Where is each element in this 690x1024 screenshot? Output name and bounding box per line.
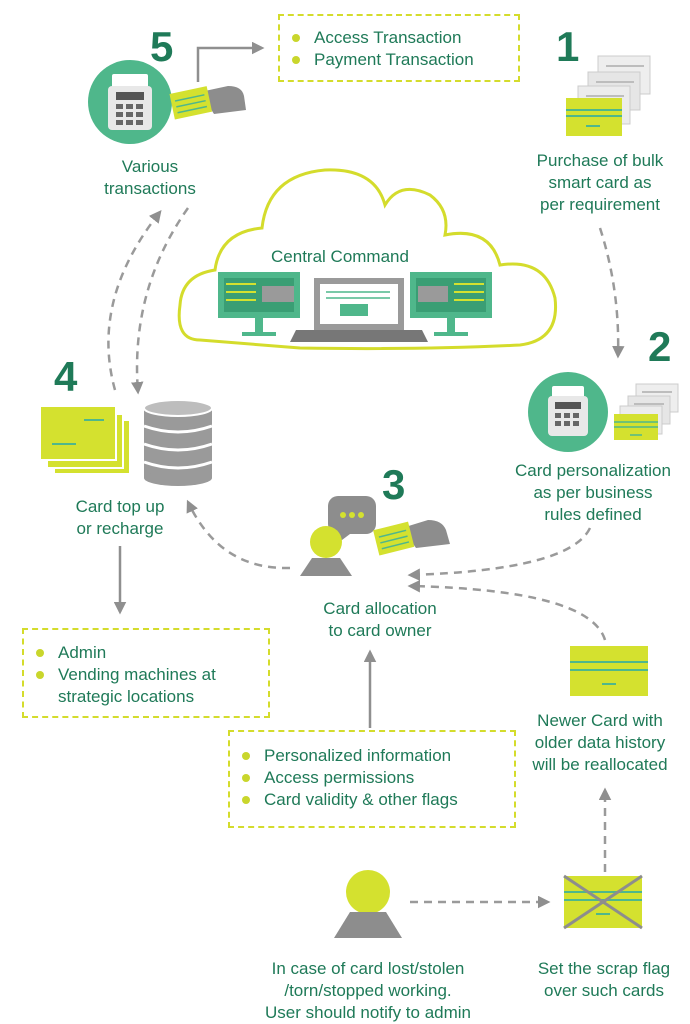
connector-5-to-transactions [196,41,265,82]
bullet-dot [292,34,300,42]
card-stack-icon [614,383,679,440]
step-5-label: Various transactions [104,157,196,198]
laptop-icon [290,278,428,342]
connector-newer-to-3 [407,579,607,641]
bullet-item: Access permissions [230,767,514,789]
bullet-item: Personalized information [230,745,514,767]
smart-card-icon [570,646,648,696]
bullet-dot [36,649,44,657]
step-3-label: Card allocation to card owner [323,599,437,640]
database-icon [143,399,213,486]
allocation-info-box: Personalized information Access permissi… [228,730,516,828]
card-stack-icon [566,55,651,136]
bullet-item: Payment Transaction [280,49,518,71]
scrap-flag-label: Set the scrap flag over such cards [537,959,671,1000]
chat-bubble-icon [328,496,376,546]
newer-card-label: Newer Card with older data history will … [532,711,668,774]
bullet-dot [242,796,250,804]
bullet-item: Vending machines at [24,664,268,686]
step-number-1: 1 [556,23,580,70]
lost-card-label: In case of card lost/stolen /torn/stoppe… [265,959,471,1022]
scrapped-card-icon [563,874,643,930]
transaction-types-box: Access Transaction Payment Transaction [278,14,520,82]
central-command-title: Central Command [271,247,409,266]
step-number-4: 4 [54,353,78,400]
connector-5-to-4-inner [130,207,190,395]
user-icon [300,526,352,576]
card-terminal-icon [528,372,608,452]
connector-4-to-5-outer [107,210,162,391]
monitor-icon [410,272,492,336]
step-number-5: 5 [150,23,174,70]
card-stack-icon [39,405,131,475]
bullet-item: Admin [24,642,268,664]
bullet-dot [242,752,250,760]
user-icon [334,870,402,938]
card-terminal-icon [88,60,172,144]
connector-2-to-3 [407,527,592,581]
bullet-dot [292,56,300,64]
bullet-item: Card validity & other flags [230,789,514,811]
hand-holding-card-icon [373,520,450,556]
hand-holding-card-icon [169,86,246,120]
bullet-dot [36,671,44,679]
step-number-2: 2 [648,323,672,370]
monitor-icon [218,272,300,336]
step-2-label: Card personalization as per business rul… [515,461,671,524]
bullet-dot [242,774,250,782]
topup-options-box: Admin Vending machines at strategic loca… [22,628,270,718]
connector-1-to-2 [598,227,625,359]
step-4-label: Card top up or recharge [75,497,165,538]
step-1-label: Purchase of bulk smart card as per requi… [536,151,664,214]
bullet-item: Access Transaction [280,27,518,49]
bullet-item-continuation: strategic locations [58,687,195,706]
step-number-3: 3 [382,461,406,508]
connector-3-to-4 [186,499,291,570]
